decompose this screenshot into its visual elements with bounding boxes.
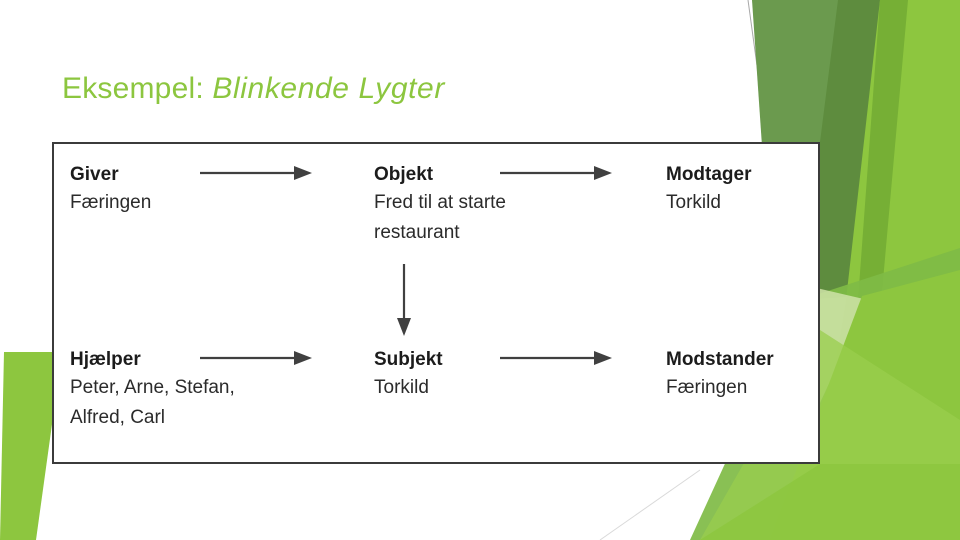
shape-mid-green-band xyxy=(858,0,908,300)
arrow-objekt-to-subjekt xyxy=(395,264,413,336)
actant-role-giver: Giver xyxy=(70,164,119,185)
actant-model-diagram: Giver Færingen Objekt Fred til at starte… xyxy=(52,142,820,464)
actant-cell-objekt: Objekt Fred til at starte restaurant xyxy=(374,162,574,248)
actant-role-subjekt: Subjekt xyxy=(374,349,443,370)
shape-left-wedge xyxy=(0,352,62,540)
actant-role-objekt: Objekt xyxy=(374,164,434,185)
actant-value-modtager: Torkild xyxy=(666,192,721,213)
actant-role-modtager: Modtager xyxy=(666,164,752,185)
arrow-subjekt-to-modstander xyxy=(500,349,612,367)
page-title-lead: Eksempel: xyxy=(62,72,213,106)
hairline-lower xyxy=(599,469,701,540)
actant-role-modstander: Modstander xyxy=(666,349,774,370)
actant-value-modstander: Færingen xyxy=(666,377,748,398)
actant-role-hjaelper: Hjælper xyxy=(70,349,141,370)
actant-cell-hjaelper: Hjælper Peter, Arne, Stefan, Alfred, Car… xyxy=(70,347,270,433)
actant-cell-subjekt: Subjekt Torkild xyxy=(374,347,443,403)
arrow-objekt-to-modtager xyxy=(500,164,612,182)
actant-value-hjaelper: Peter, Arne, Stefan, Alfred, Carl xyxy=(70,377,235,428)
actant-diagram-grid: Giver Færingen Objekt Fred til at starte… xyxy=(54,144,818,462)
arrow-giver-to-objekt xyxy=(200,164,312,182)
actant-cell-modstander: Modstander Færingen xyxy=(666,347,774,403)
page-title-emphasis: Blinkende Lygter xyxy=(212,72,445,106)
actant-value-subjekt: Torkild xyxy=(374,377,429,398)
actant-value-giver: Færingen xyxy=(70,192,152,213)
shape-bottom-strip xyxy=(700,464,960,540)
actant-cell-giver: Giver Færingen xyxy=(70,162,151,218)
arrow-hjaelper-to-subjekt xyxy=(200,349,312,367)
page-title: Eksempel: Blinkende Lygter xyxy=(62,70,445,108)
actant-value-objekt: Fred til at starte restaurant xyxy=(374,192,506,243)
actant-cell-modtager: Modtager Torkild xyxy=(666,162,752,218)
